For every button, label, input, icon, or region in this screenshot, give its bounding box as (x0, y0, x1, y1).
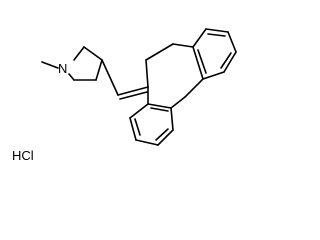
bond-benz-bot-4 (135, 139, 159, 146)
bond-ring8-4 (184, 78, 204, 98)
structure-drawing: N HCl (12, 28, 237, 163)
bond-benz-top-1 (192, 28, 207, 48)
bond-pyrrolidine-2 (83, 46, 103, 61)
bond-benz-bot-2 (170, 107, 174, 131)
bond-exo-double-b (119, 91, 148, 100)
bond-ring8-1 (145, 59, 149, 88)
bond-benz-top-6 (192, 46, 204, 80)
bond-ring8-3 (172, 43, 194, 48)
bond-benz-bot-1 (147, 103, 172, 109)
bond-benz-top-4 (223, 51, 237, 73)
bond-benz-bot-3 (157, 129, 174, 146)
bond-benz-bot-5b (134, 118, 141, 136)
bond-ch-link (101, 59, 119, 96)
bond-benz-top-2b (207, 33, 226, 37)
salt-label: HCl (12, 148, 34, 163)
bond-ring8-5 (170, 96, 186, 109)
bond-benz-top-5 (202, 71, 225, 80)
structure-canvas: N HCl (12, 28, 237, 163)
bond-pyrrolidine-3 (95, 59, 103, 81)
bond-benz-top-3 (227, 31, 237, 53)
bond-benz-top-2 (205, 28, 229, 33)
bond-pyrrolidine-5 (68, 73, 75, 81)
bond-exo-double-a (117, 86, 149, 96)
bond-methyl (41, 61, 59, 69)
bond-pyrrolidine-1 (73, 46, 85, 61)
bond-benz-bot-6 (129, 103, 149, 119)
bond-benz-bot-1b (150, 107, 169, 112)
bond-benz-bot-5 (129, 117, 137, 141)
nitrogen-label: N (58, 61, 67, 76)
bond-benz-top-6b (197, 49, 207, 74)
bond-benz-bot-3b (155, 128, 169, 141)
bond-ring8-2 (145, 43, 174, 61)
bond-benz-top-4b (220, 52, 232, 69)
